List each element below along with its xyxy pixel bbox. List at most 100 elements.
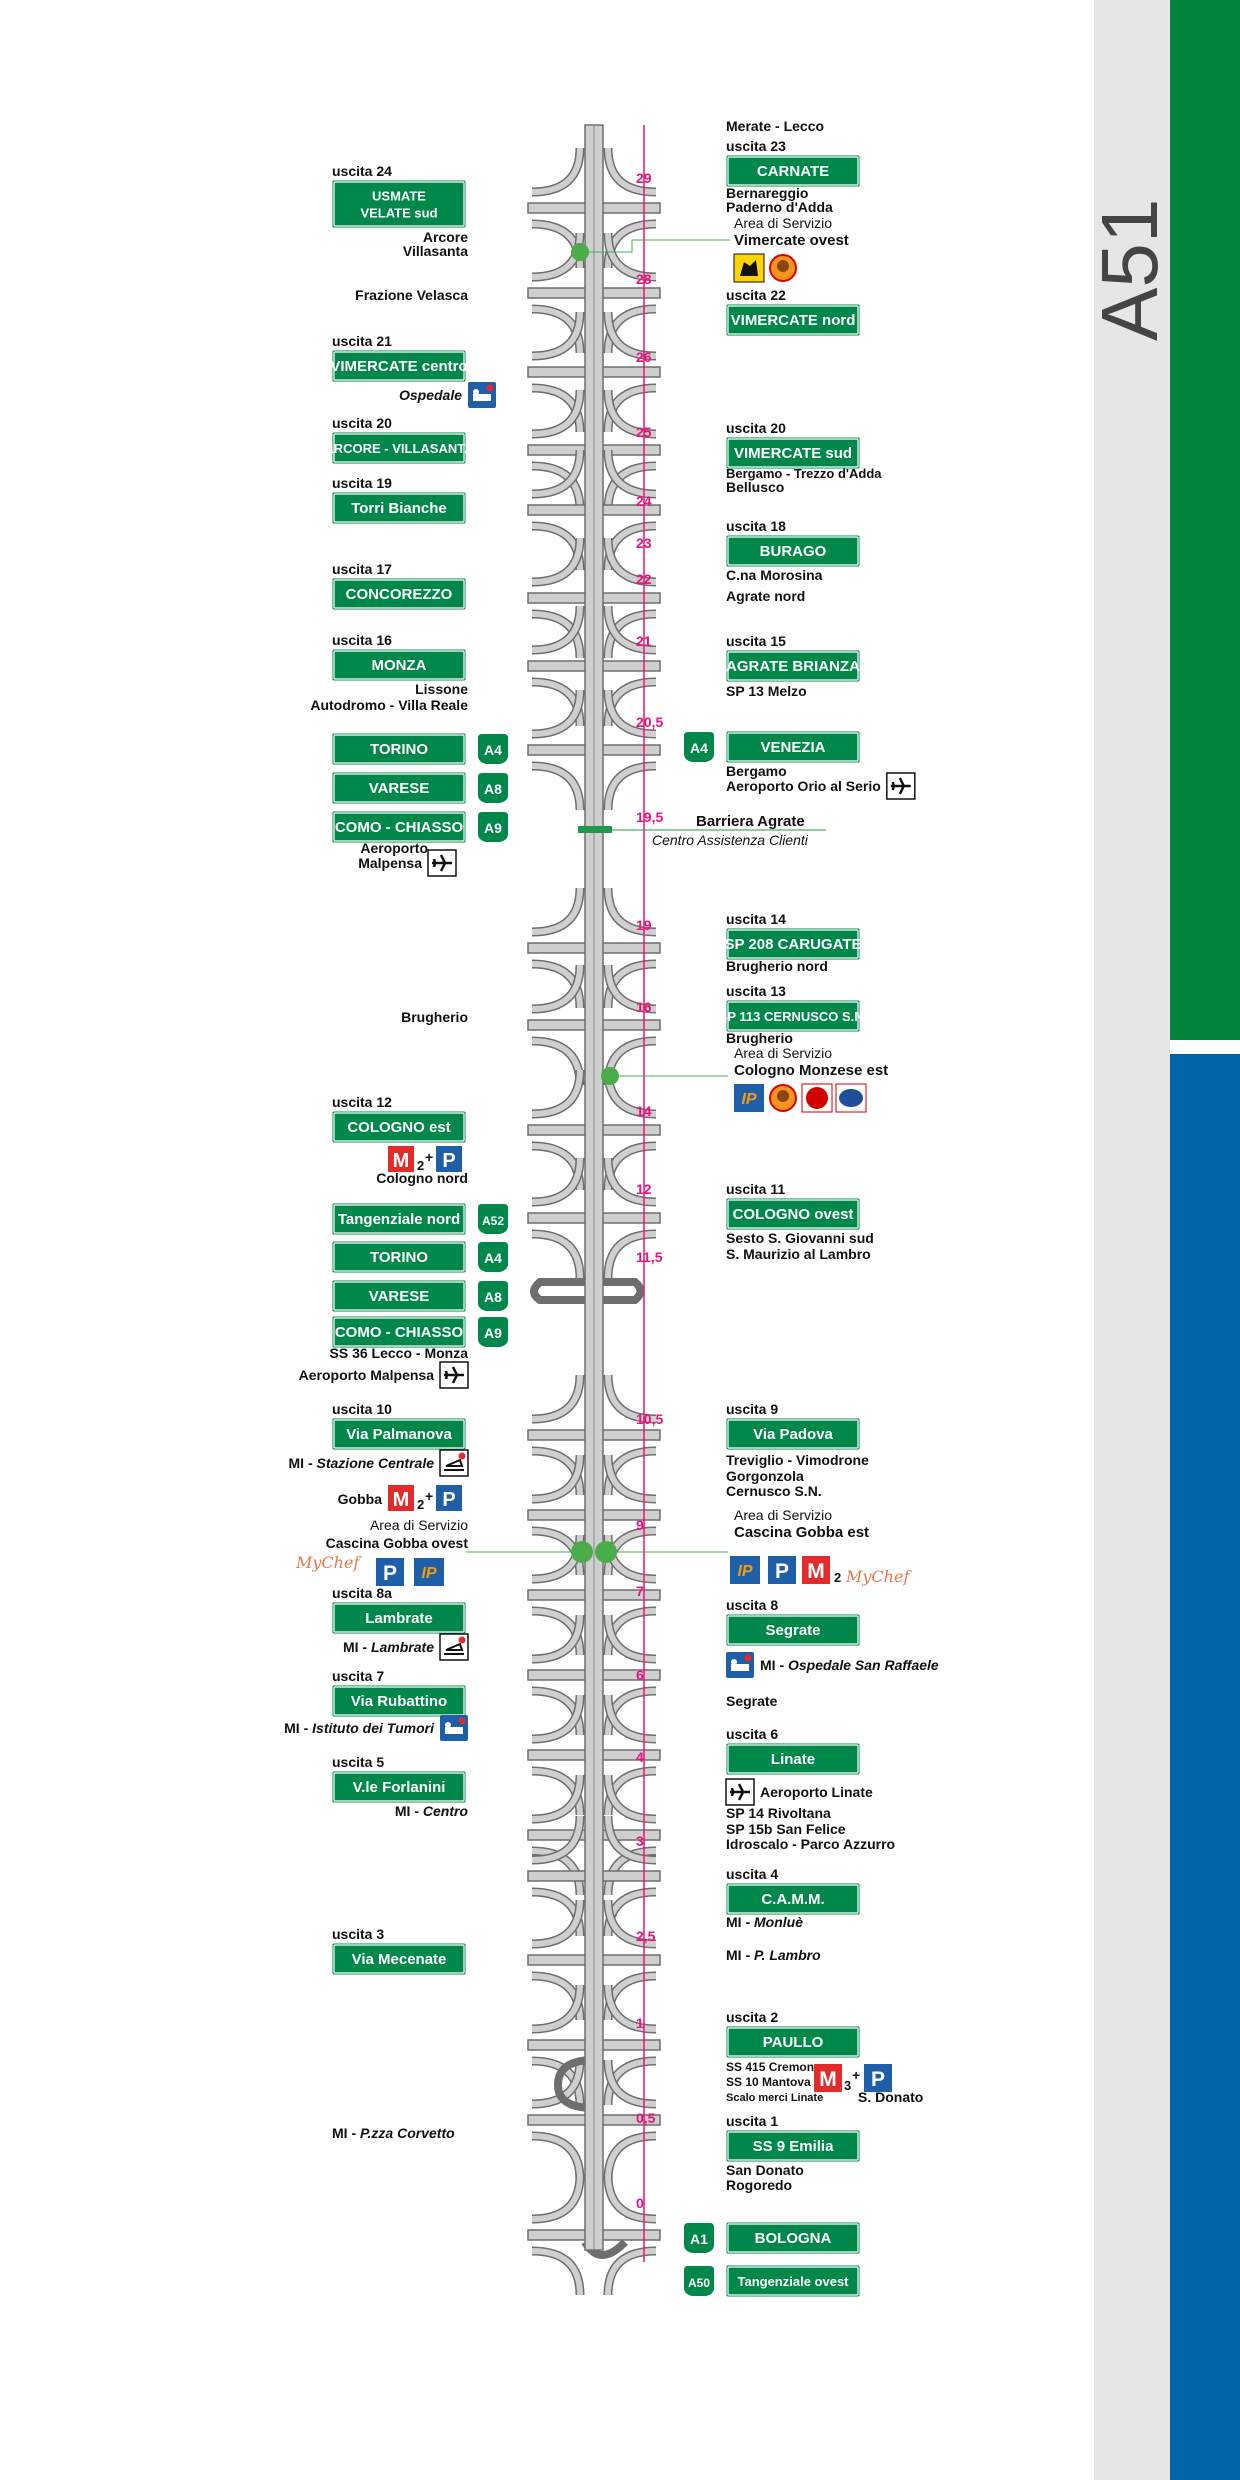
motorway-badge-label: A9: [484, 1325, 502, 1341]
service-area-title: Area di Servizio: [734, 215, 832, 231]
metro-icon: [814, 2064, 842, 2092]
place-label: SP 13 Melzo: [726, 683, 807, 699]
place-label: C.na Morosina: [726, 567, 823, 583]
km-markers: 292826252423222120,519,51916141211,510,5…: [636, 170, 663, 2211]
service-area-dot: [571, 1541, 593, 1563]
place-label: MI - P. Lambro: [726, 1947, 821, 1963]
exit-number: uscita 11: [726, 1181, 785, 1197]
exit-sign: C.A.M.M.: [725, 1882, 861, 1916]
place-label: Autodromo - Villa Reale: [310, 697, 468, 713]
service-area-leader: [589, 239, 730, 253]
km-marker: 9: [636, 1517, 644, 1533]
exit-sign-board: [331, 179, 467, 229]
exit-sign: COLOGNO est: [331, 1110, 467, 1144]
toll-barrier-mark: [578, 826, 612, 833]
exit-sign-label: TORINO: [370, 741, 428, 758]
ip-logo: IP: [414, 1558, 444, 1586]
motorway-badge-label: A4: [484, 1250, 502, 1266]
exit-sign-board: [725, 2129, 861, 2163]
motorway-badge-label: A1: [690, 2231, 708, 2247]
motorway-badge-label: A50: [688, 2276, 710, 2290]
exit-number: uscita 7: [332, 1668, 384, 1684]
exit-sign: VIMERCATE sud: [725, 436, 861, 470]
exit-sign: VIMERCATE nord: [725, 303, 861, 337]
exit-sign: TORINO: [331, 732, 467, 766]
exit-sign-label: Torri Bianche: [351, 500, 447, 517]
exit-sign-label: ARCORE - VILLASANTA: [324, 441, 474, 456]
exit-sign-label: COMO - CHIASSO: [335, 819, 464, 836]
exit-sign-board: [725, 1613, 861, 1647]
autogrill-logo: [769, 1084, 797, 1112]
motorway-badge: A9: [478, 1317, 508, 1347]
exit-number: uscita 20: [726, 420, 786, 436]
exit-sign-label: SS 9 Emilia: [753, 2138, 835, 2155]
km-marker: 16: [636, 999, 652, 1015]
exit-sign-label: SP 113 CERNUSCO S.N.: [719, 1009, 868, 1024]
place-label: SS 36 Lecco - Monza: [330, 1345, 469, 1361]
place-label: SP 15b San Felice: [726, 1821, 846, 1837]
exit-number: uscita 12: [332, 1094, 392, 1110]
motorway-badge: A9: [478, 812, 508, 842]
exit-number: uscita 8: [726, 1597, 778, 1613]
metro-letter: M: [393, 1150, 410, 1172]
metro-icon: [388, 1146, 414, 1172]
ip-logo: IP: [734, 1084, 764, 1112]
motorway-badge: A4: [684, 732, 714, 762]
exit-number: uscita 6: [726, 1726, 778, 1742]
exit-sign-label: Via Palmanova: [346, 1426, 452, 1443]
metro-line-number: 2: [417, 1158, 424, 1173]
exit-sign: Via Mecenate: [331, 1942, 467, 1976]
exit-sign-board: [331, 491, 467, 525]
exit-sign-board: [331, 577, 467, 611]
parking-letter: P: [442, 1150, 455, 1172]
metro-line-number: 3: [844, 2078, 851, 2093]
exit-sign: PAULLO: [725, 2025, 861, 2059]
exit-sign-label: VARESE: [369, 780, 430, 797]
place-label: MI - Monluè: [726, 1914, 803, 1930]
place-label: Ospedale: [399, 387, 462, 403]
place-label: SS 10 Mantova: [726, 2075, 811, 2089]
exit-sign-label: Lambrate: [365, 1610, 433, 1627]
place-label: Merate - Lecco: [726, 118, 824, 134]
mychef-logo-text: MyChef: [295, 1553, 362, 1572]
km-marker: 19: [636, 917, 652, 933]
place-label: MI - Stazione Centrale: [289, 1455, 435, 1471]
motorway-badge-label: A4: [690, 740, 708, 756]
exit-sign-board: [331, 732, 467, 766]
metro-letter: M: [819, 2068, 837, 2091]
motorway-badge-label: A8: [484, 1289, 502, 1305]
motorway-badge-label: A4: [484, 742, 502, 758]
parking-logo: P: [376, 1558, 404, 1586]
service-area-name: Cascina Gobba est: [734, 1524, 869, 1541]
exit-sign-label: VIMERCATE sud: [734, 445, 852, 462]
exit-sign-board: [725, 649, 861, 683]
train-icon: [439, 1633, 469, 1661]
motorway-badge-shield: [684, 2266, 714, 2296]
exit-number: uscita 10: [332, 1401, 392, 1417]
service-area-title: Area di Servizio: [734, 1045, 832, 1061]
km-marker: 4: [636, 1749, 644, 1765]
km-marker: 19,5: [636, 809, 663, 825]
motorway-badge-shield: [478, 1281, 508, 1311]
exit-sign: SS 9 Emilia: [725, 2129, 861, 2163]
exit-sign-board: [725, 927, 861, 961]
exit-sign-label: CONCOREZZO: [346, 586, 453, 603]
exit-sign-label: VIMERCATE centro: [330, 358, 467, 375]
exit-number: uscita 4: [726, 1866, 778, 1882]
exit-sign-label: VARESE: [369, 1288, 430, 1305]
exit-sign-board: [725, 1882, 861, 1916]
side-band-blue: [1170, 1054, 1240, 2480]
exit-sign: SP 208 CARUGATE: [725, 927, 862, 961]
metro-line-number: 2: [417, 1497, 424, 1512]
km-marker: 12: [636, 1181, 652, 1197]
exit-number: uscita 2: [726, 2009, 778, 2025]
place-label: Bellusco: [726, 479, 784, 495]
exit-sign: Via Rubattino: [331, 1684, 467, 1718]
exit-sign-label: COLOGNO ovest: [733, 1206, 854, 1223]
exit-sign: Linate: [725, 1742, 861, 1776]
exit-sign-label: VENEZIA: [760, 739, 825, 756]
exit-number: uscita 19: [332, 475, 392, 491]
place-label: S. Donato: [858, 2089, 923, 2105]
exit-sign-label: AGRATE BRIANZA: [726, 658, 860, 675]
